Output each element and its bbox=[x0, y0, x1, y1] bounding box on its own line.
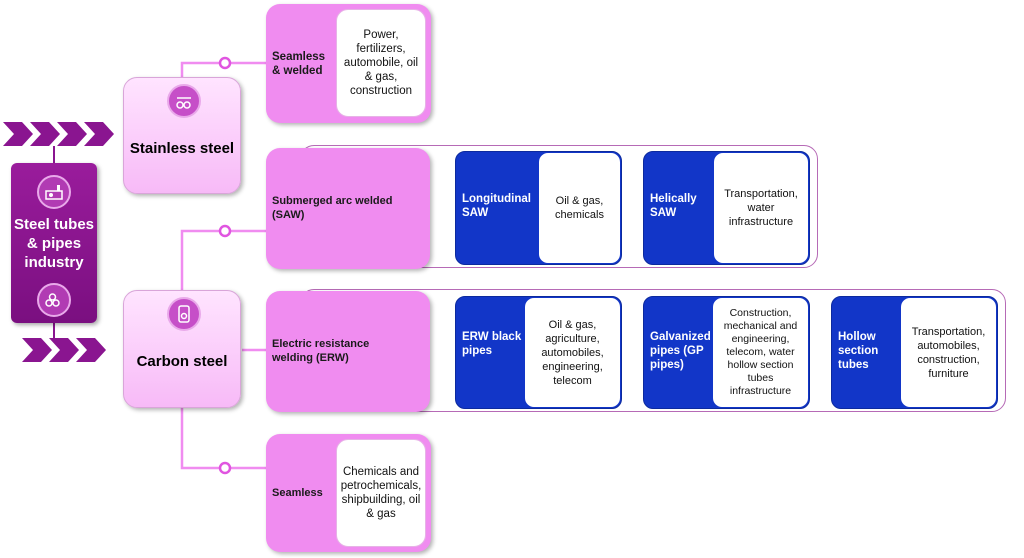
subtype-label: Longitudinal SAW bbox=[462, 193, 531, 219]
category-stainless-steel: Stainless steel bbox=[123, 77, 241, 194]
root-title: Steel tubes & pipes industry bbox=[13, 216, 95, 271]
process-label: Seamless & welded bbox=[272, 51, 326, 77]
category-label: Carbon steel bbox=[136, 353, 228, 370]
subtype-application: Transportation, automobiles, constructio… bbox=[900, 297, 997, 408]
chevron-arrows-bottom bbox=[22, 338, 106, 362]
process-saw: Submerged arc welded (SAW) bbox=[266, 148, 430, 269]
process-erw: Electric resistance welding (ERW) bbox=[266, 291, 430, 412]
subtype-erw-black-pipes: ERW black pipes Oil & gas, agriculture, … bbox=[455, 296, 622, 409]
subtype-hollow-section-tubes: Hollow section tubes Transportation, aut… bbox=[831, 296, 998, 409]
category-carbon-steel: Carbon steel bbox=[123, 290, 241, 408]
subtype-application: Construction, mechanical and engineering… bbox=[712, 297, 809, 408]
process-seamless: Seamless Chemicals and petrochemicals, s… bbox=[266, 434, 431, 552]
category-label: Stainless steel bbox=[129, 140, 235, 157]
subtype-helically-saw: Helically SAW Transportation, water infr… bbox=[643, 151, 810, 265]
industry-icon bbox=[37, 175, 71, 209]
subtype-application: Oil & gas, chemicals bbox=[538, 152, 621, 264]
process-label: Seamless bbox=[272, 487, 323, 499]
subtype-label: ERW black pipes bbox=[462, 331, 522, 357]
subtype-application: Transportation, water infrastructure bbox=[713, 152, 809, 264]
root-node: Steel tubes & pipes industry bbox=[11, 163, 97, 323]
process-seamless-welded: Seamless & welded Power, fertilizers, au… bbox=[266, 4, 431, 123]
pipes-icon bbox=[167, 84, 201, 118]
cylinder-icon bbox=[167, 297, 201, 331]
application-box: Chemicals and petrochemicals, shipbuildi… bbox=[336, 439, 426, 547]
application-box: Power, fertilizers, automobile, oil & ga… bbox=[336, 9, 426, 117]
subtype-galvanized-pipes: Galvanized pipes (GP pipes) Construction… bbox=[643, 296, 810, 409]
pipe-stack-icon bbox=[37, 283, 71, 317]
subtype-label: Hollow section tubes bbox=[838, 331, 879, 371]
subtype-label: Galvanized pipes (GP pipes) bbox=[650, 331, 711, 371]
subtype-label: Helically SAW bbox=[650, 193, 697, 219]
subtype-application: Oil & gas, agriculture, automobiles, eng… bbox=[524, 297, 621, 408]
process-label: Electric resistance welding (ERW) bbox=[272, 338, 370, 364]
subtype-longitudinal-saw: Longitudinal SAW Oil & gas, chemicals bbox=[455, 151, 622, 265]
chevron-arrows-top bbox=[3, 122, 114, 146]
process-label: Submerged arc welded (SAW) bbox=[272, 195, 393, 221]
